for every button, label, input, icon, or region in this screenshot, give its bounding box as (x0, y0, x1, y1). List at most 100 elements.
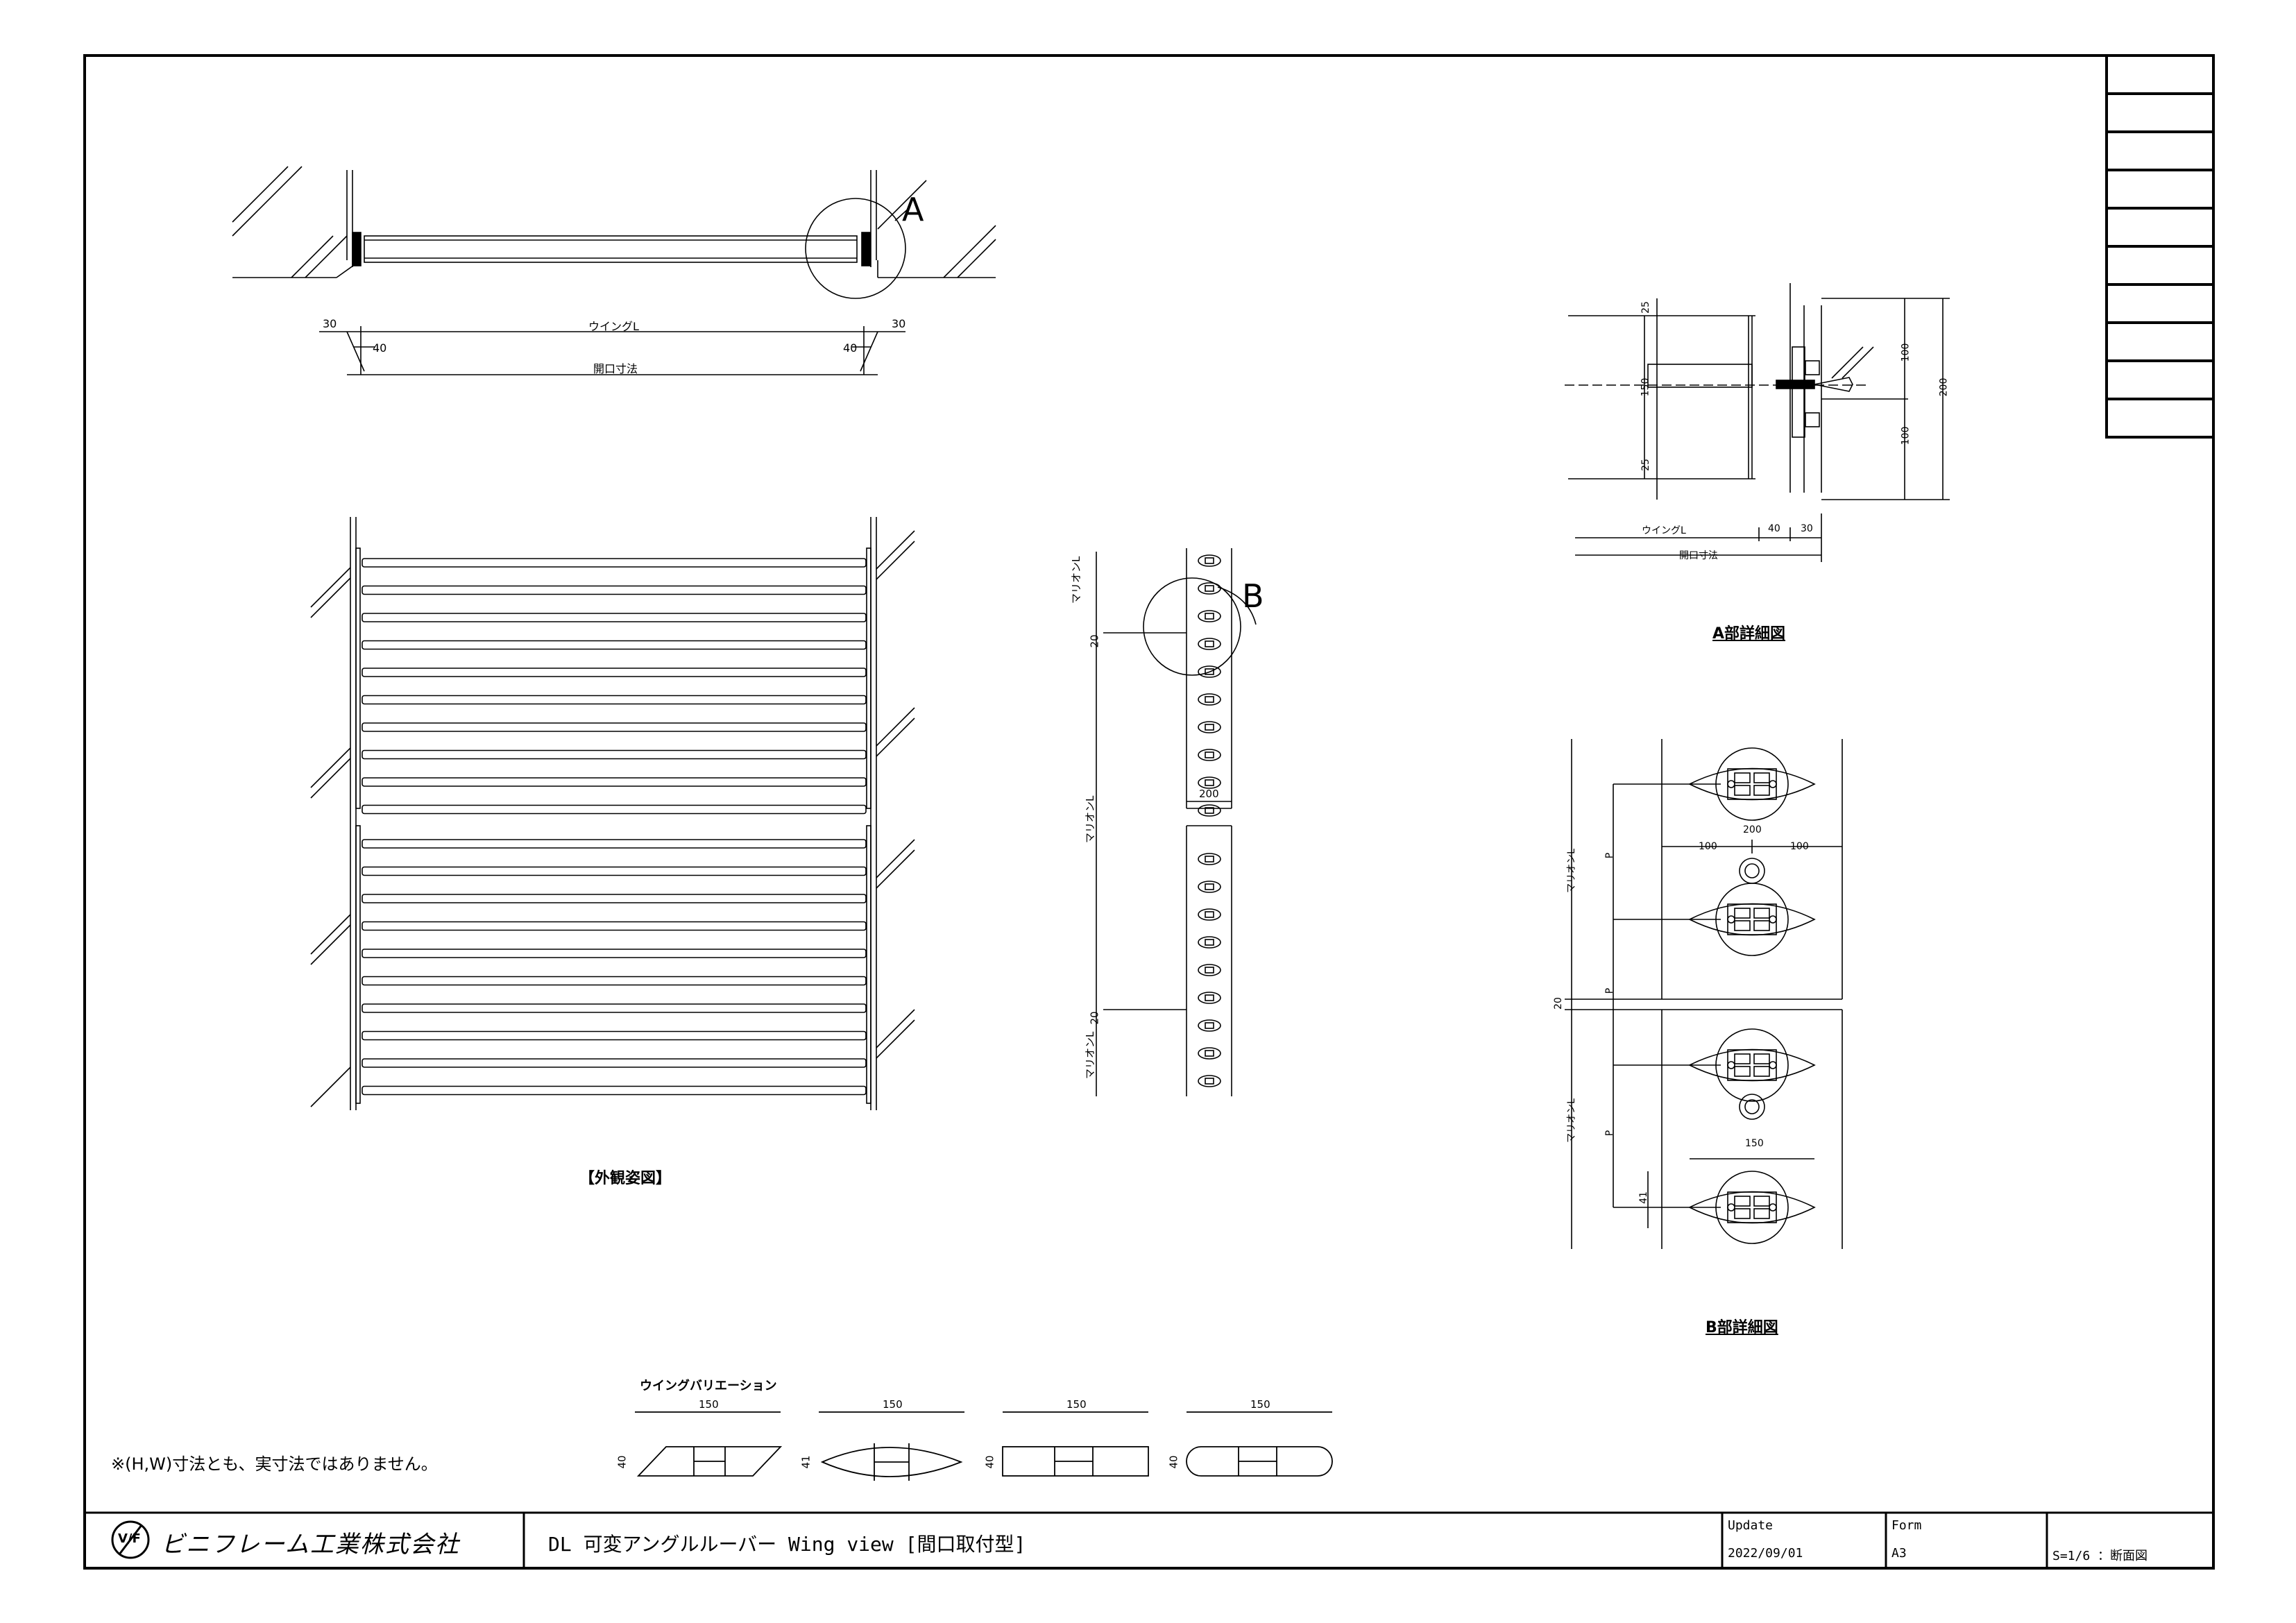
top-dim-wing: ウイングL (588, 320, 639, 333)
section-vane (1198, 908, 1221, 921)
company-logo-text: V/F (118, 1531, 141, 1546)
louver-slat (362, 949, 867, 958)
variation-4-width: 150 (1250, 1398, 1270, 1411)
wing-variations (635, 1411, 1333, 1481)
louver-slat (362, 1085, 867, 1096)
louver-slat (362, 976, 867, 986)
detail-a-opening: 開口寸法 (1679, 550, 1718, 561)
louver-slat (362, 839, 867, 849)
louver-slat (362, 668, 867, 677)
detail-b-d41: 41 (1638, 1191, 1649, 1204)
wing-variation-2 (820, 1447, 963, 1477)
section-vane (1198, 693, 1221, 706)
wing-variation-3 (1002, 1446, 1149, 1477)
detail-b-caption: B部詳細図 (1706, 1319, 1778, 1336)
louver-slat (362, 585, 867, 595)
form-label: Form (1891, 1518, 1922, 1533)
section-vane (1198, 610, 1221, 622)
wing-variation-1 (636, 1446, 783, 1477)
louver-slat (362, 695, 867, 705)
section-vane (1198, 992, 1221, 1004)
section-vane (1198, 776, 1221, 789)
louver-slat (362, 722, 867, 732)
variations-title: ウイングバリエーション (640, 1379, 777, 1393)
top-dim-right: 30 (892, 317, 906, 330)
callout-a-label: A (902, 191, 924, 228)
detail-b-p-2: P (1604, 987, 1616, 994)
elevation-caption: 【外観姿図】 (579, 1170, 672, 1187)
detail-b (1565, 739, 1843, 1249)
section-vane (1198, 638, 1221, 650)
top-plan-view (232, 166, 996, 375)
variation-3-width: 150 (1066, 1398, 1087, 1411)
detail-b-d150: 150 (1745, 1138, 1764, 1149)
detail-a (1565, 283, 1950, 562)
louver-slat (362, 777, 867, 787)
louver-slat (362, 804, 867, 815)
detail-a-caption: A部詳細図 (1712, 625, 1786, 643)
section-vane (1198, 853, 1221, 865)
update-value: 2022/09/01 (1728, 1546, 1803, 1561)
louver-slat (362, 1003, 867, 1013)
section-mullion-3: マリオンL (1084, 1031, 1096, 1079)
detail-a-d30: 30 (1801, 523, 1813, 534)
top-dim-left-in: 40 (373, 341, 387, 355)
detail-b-mullion-2: マリオンL (1565, 1098, 1577, 1143)
detail-a-d100-top: 100 (1900, 343, 1912, 362)
update-label: Update (1728, 1518, 1774, 1533)
title-block (85, 1511, 2213, 1568)
detail-b-mullion-1: マリオンL (1565, 849, 1577, 893)
louver-slat (362, 640, 867, 650)
variation-1-height: 40 (615, 1455, 629, 1469)
detail-b-wing (1688, 1028, 1816, 1102)
section-vane (1198, 721, 1221, 733)
section-view (1096, 548, 1257, 1096)
dimension-note: ※(H,W)寸法とも、実寸法ではありません。 (111, 1454, 438, 1474)
detail-b-d100-right: 100 (1790, 841, 1809, 852)
drawing-title: DL 可変アングルルーバー Wing view [間口取付型] (548, 1533, 1026, 1556)
callout-b-label: B (1242, 577, 1264, 615)
variation-1-width: 150 (699, 1398, 719, 1411)
detail-b-p-3: P (1604, 1130, 1616, 1137)
section-vane (1198, 1019, 1221, 1032)
detail-b-p-1: P (1604, 852, 1616, 859)
section-dim-200: 200 (1199, 788, 1219, 800)
detail-a-d25-top: 25 (1640, 301, 1651, 314)
louver-slat (362, 921, 867, 931)
section-vane (1198, 749, 1221, 761)
variation-2-width: 150 (883, 1398, 903, 1411)
section-vane (1198, 1075, 1221, 1087)
detail-a-wing-l: ウイングL (1642, 525, 1686, 536)
louver-slat (362, 894, 867, 903)
detail-b-d200: 200 (1743, 824, 1762, 835)
louver-slat (362, 613, 867, 622)
revision-table (2105, 54, 2215, 439)
top-dim-opening: 開口寸法 (593, 362, 638, 375)
detail-a-d100-bottom: 100 (1900, 426, 1912, 445)
section-mullion-1: マリオンL (1070, 556, 1082, 604)
variation-3-height: 40 (983, 1455, 996, 1469)
section-vane (1198, 554, 1221, 567)
scale-label: S=1/6 ：断面図 (2052, 1549, 2148, 1563)
detail-a-d150: 150 (1640, 377, 1651, 397)
detail-b-wing (1688, 1171, 1816, 1244)
section-dim-20-a: 20 (1088, 634, 1101, 648)
detail-b-d100-left: 100 (1699, 841, 1717, 852)
louver-slat (362, 558, 867, 568)
variation-4-height: 40 (1167, 1455, 1180, 1469)
section-vane (1198, 1047, 1221, 1060)
section-vane (1198, 964, 1221, 976)
section-dim-20-b: 20 (1088, 1011, 1101, 1025)
louver-slat (362, 1030, 867, 1041)
top-dim-left: 30 (323, 317, 337, 330)
detail-a-d200: 200 (1938, 377, 1950, 397)
drawing-frame (83, 54, 2215, 1570)
company-name: ビニフレーム工業株式会社 (161, 1531, 460, 1558)
top-dim-right-in: 40 (843, 341, 858, 355)
section-vane (1198, 582, 1221, 595)
section-vane (1198, 881, 1221, 893)
wing-variation-4 (1186, 1446, 1333, 1477)
detail-b-wing (1688, 747, 1816, 821)
form-value: A3 (1891, 1546, 1907, 1561)
